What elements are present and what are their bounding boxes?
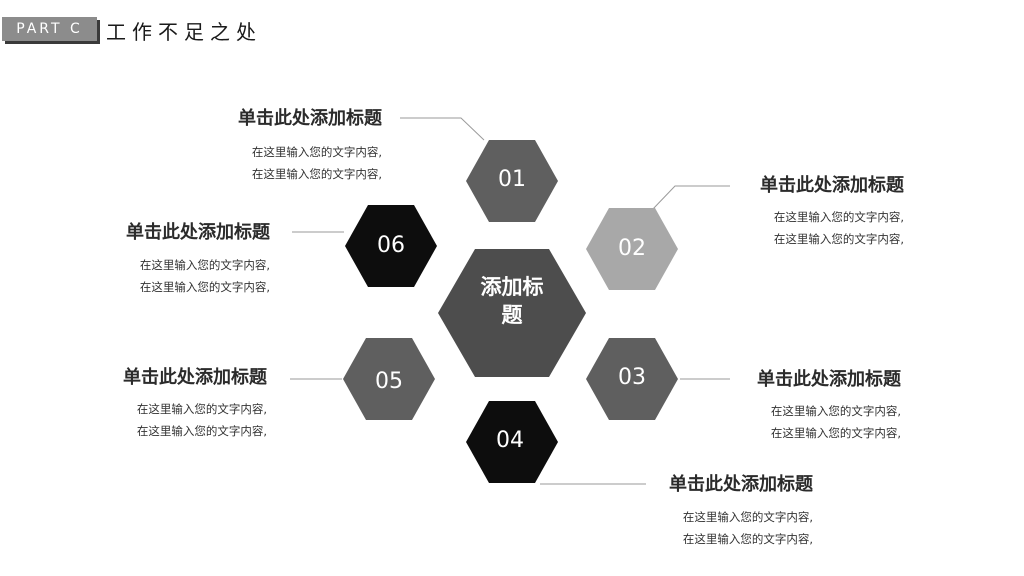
hexagon-number-03: 03 <box>618 365 646 390</box>
item-desc-06-line1: 在这里输入您的文字内容, <box>139 258 270 272</box>
item-desc-03-line1: 在这里输入您的文字内容, <box>770 404 901 418</box>
hexagon-03 <box>586 338 678 420</box>
item-desc-06-line2: 在这里输入您的文字内容, <box>139 280 270 294</box>
connector-line-02 <box>651 185 730 211</box>
hexagon-number-04: 04 <box>496 428 524 453</box>
item-desc-05: 在这里输入您的文字内容, 在这里输入您的文字内容, <box>137 398 267 442</box>
center-hexagon <box>438 249 586 377</box>
connector-line-01 <box>400 117 485 141</box>
item-desc-01-line1: 在这里输入您的文字内容, <box>251 145 382 159</box>
item-desc-01-line2: 在这里输入您的文字内容, <box>251 167 382 181</box>
page-title: 工作不足之处 <box>106 20 262 44</box>
item-title-02: 单击此处添加标题 <box>760 175 904 196</box>
item-desc-02-line2: 在这里输入您的文字内容, <box>773 232 904 246</box>
item-title-04: 单击此处添加标题 <box>669 474 813 495</box>
item-desc-04: 在这里输入您的文字内容, 在这里输入您的文字内容, <box>683 506 813 550</box>
part-label: PART C <box>2 17 97 41</box>
hexagon-number-02: 02 <box>618 236 646 261</box>
item-desc-04-line1: 在这里输入您的文字内容, <box>682 510 813 524</box>
hexagon-01 <box>466 140 558 222</box>
item-desc-01: 在这里输入您的文字内容, 在这里输入您的文字内容, <box>252 141 382 185</box>
item-desc-05-line1: 在这里输入您的文字内容, <box>136 402 267 416</box>
item-desc-02: 在这里输入您的文字内容, 在这里输入您的文字内容, <box>774 206 904 250</box>
hexagon-02 <box>586 208 678 290</box>
hexagon-04 <box>466 401 558 483</box>
item-desc-05-line2: 在这里输入您的文字内容, <box>136 424 267 438</box>
hexagon-number-06: 06 <box>377 233 405 258</box>
hexagon-number-05: 05 <box>375 369 403 394</box>
hexagon-number-01: 01 <box>498 167 526 192</box>
item-title-03: 单击此处添加标题 <box>757 369 901 390</box>
hexagon-05 <box>343 338 435 420</box>
center-label-line2: 题 <box>502 303 524 327</box>
item-title-05: 单击此处添加标题 <box>123 367 267 388</box>
item-desc-03: 在这里输入您的文字内容, 在这里输入您的文字内容, <box>771 400 901 444</box>
item-desc-02-line1: 在这里输入您的文字内容, <box>773 210 904 224</box>
item-desc-03-line2: 在这里输入您的文字内容, <box>770 426 901 440</box>
center-label-line1: 添加标 <box>481 275 544 299</box>
item-desc-04-line2: 在这里输入您的文字内容, <box>682 532 813 546</box>
item-desc-06: 在这里输入您的文字内容, 在这里输入您的文字内容, <box>140 254 270 298</box>
hexagon-06 <box>345 205 437 287</box>
item-title-06: 单击此处添加标题 <box>126 222 270 243</box>
item-title-01: 单击此处添加标题 <box>238 108 382 129</box>
